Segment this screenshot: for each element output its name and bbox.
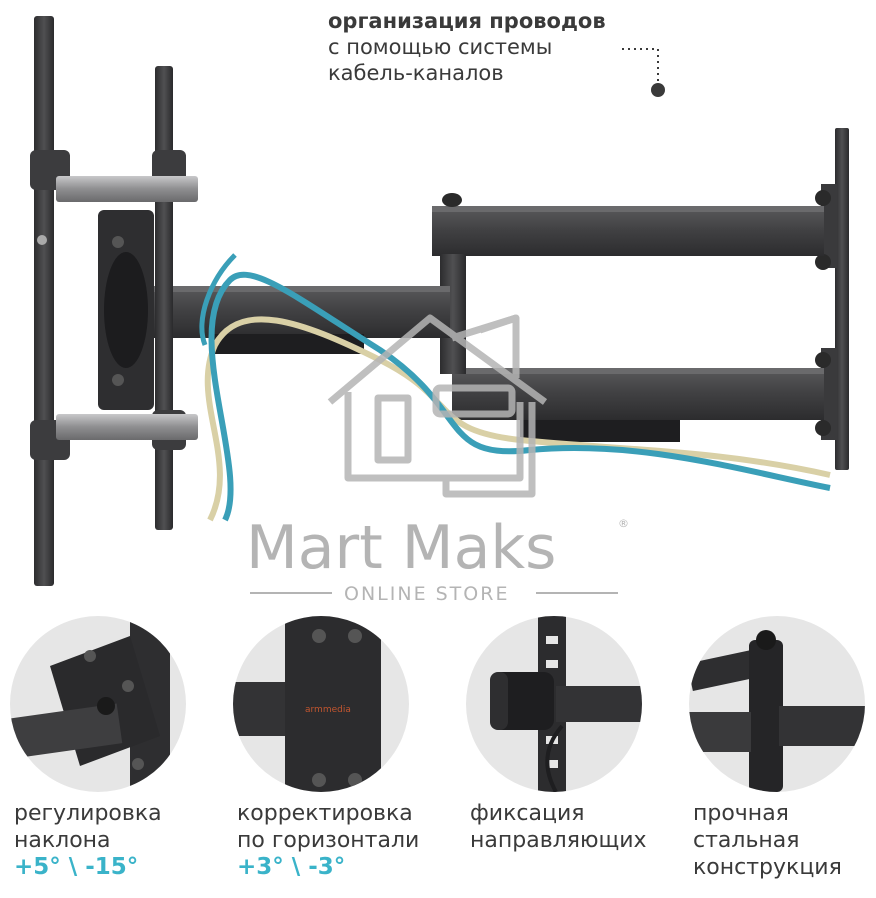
caption-line-2: с помощью системы [328, 35, 553, 59]
upper-crossbar [56, 176, 198, 202]
tv-bracket-left-rail [30, 16, 70, 586]
product-photo [30, 16, 849, 586]
steel-hinge-photo [689, 616, 865, 792]
caption-title: организация проводов [328, 9, 606, 33]
feature-steel-line2: стальная [693, 828, 800, 853]
rail-lock-photo [466, 616, 642, 792]
brand-label: armmedia [305, 705, 351, 715]
lower-arm [452, 368, 824, 442]
feature-horizontal-line1: корректировка [237, 801, 413, 826]
tilt-plate [98, 210, 154, 410]
caption-line-3: кабель-каналов [328, 61, 504, 85]
caption-pointer [622, 48, 665, 97]
upper-arm [432, 193, 824, 256]
feature-steel-line1: прочная [693, 801, 789, 826]
feature-tilt-line2: наклона [14, 828, 111, 853]
lower-crossbar [56, 414, 198, 440]
feature-locking-line2: направляющих [470, 828, 647, 853]
feature-locking-line1: фиксация [470, 801, 585, 826]
cable-management-caption: организация проводов с помощью системы к… [328, 8, 606, 86]
horizontal-plate-photo: armmedia [233, 616, 409, 792]
feature-tilt-line1: регулировка [14, 801, 162, 826]
wall-plate [815, 128, 849, 470]
feature-horizontal-line2: по горизонтали [237, 828, 420, 853]
feature-horizontal-range: +3° \ -3° [237, 854, 346, 880]
feature-tilt-range: +5° \ -15° [14, 854, 139, 880]
feature-steel-line3: конструкция [693, 855, 842, 880]
tilt-joint-photo [10, 616, 186, 792]
